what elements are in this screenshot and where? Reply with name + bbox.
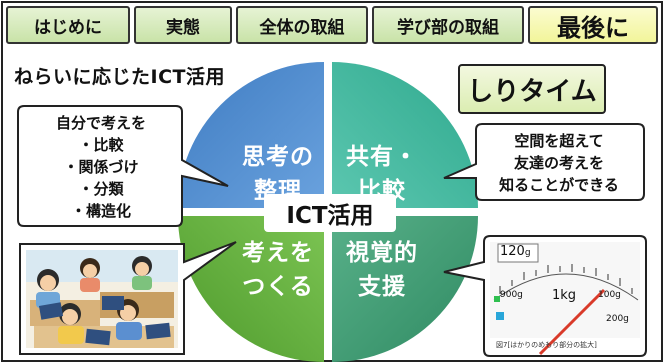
section-tabs: はじめに 実態 全体の取組 学び部の取組 最後に bbox=[6, 6, 658, 44]
tab-current-state[interactable]: 実態 bbox=[134, 6, 232, 44]
tab-department-initiatives[interactable]: 学び部の取組 bbox=[372, 6, 524, 44]
callout-right bbox=[443, 123, 645, 201]
tab-overall-initiatives[interactable]: 全体の取組 bbox=[236, 6, 368, 44]
quadrant-visual-support-label: 視覚的支援 bbox=[346, 240, 418, 300]
scale-center-label: 1kg bbox=[552, 288, 577, 303]
scale-caption: 図7[はかりのめもり部分の拡大] bbox=[496, 341, 597, 349]
callout-right-text: 空間を超えて 友達の考えを 知ることができる bbox=[499, 132, 619, 194]
center-label-ict: ICT活用 bbox=[264, 194, 396, 232]
classroom-illustration bbox=[19, 241, 237, 355]
callout-left-text: 自分で考えを ・比較 ・関係づけ ・分類 ・構造化 bbox=[55, 114, 146, 220]
quadrant-sharing bbox=[332, 62, 478, 208]
scale-left-label: 900g bbox=[500, 290, 523, 300]
shiri-time-badge: しりタイム bbox=[458, 64, 606, 114]
page-heading: ねらいに応じたICT活用 bbox=[14, 66, 225, 88]
quadrant-visual-support bbox=[332, 216, 478, 362]
scale-right-label: 100g bbox=[598, 290, 621, 300]
callout-left bbox=[17, 105, 229, 227]
quadrant-thinking bbox=[178, 62, 324, 208]
scale-top-reading: 120g bbox=[500, 244, 531, 259]
scale-lower-label: 200g bbox=[606, 314, 629, 324]
tab-conclusion[interactable]: 最後に bbox=[528, 6, 658, 44]
scale-illustration bbox=[443, 235, 647, 357]
tab-introduction[interactable]: はじめに bbox=[6, 6, 130, 44]
quadrant-creating-label: 考えをつくる bbox=[242, 240, 314, 300]
